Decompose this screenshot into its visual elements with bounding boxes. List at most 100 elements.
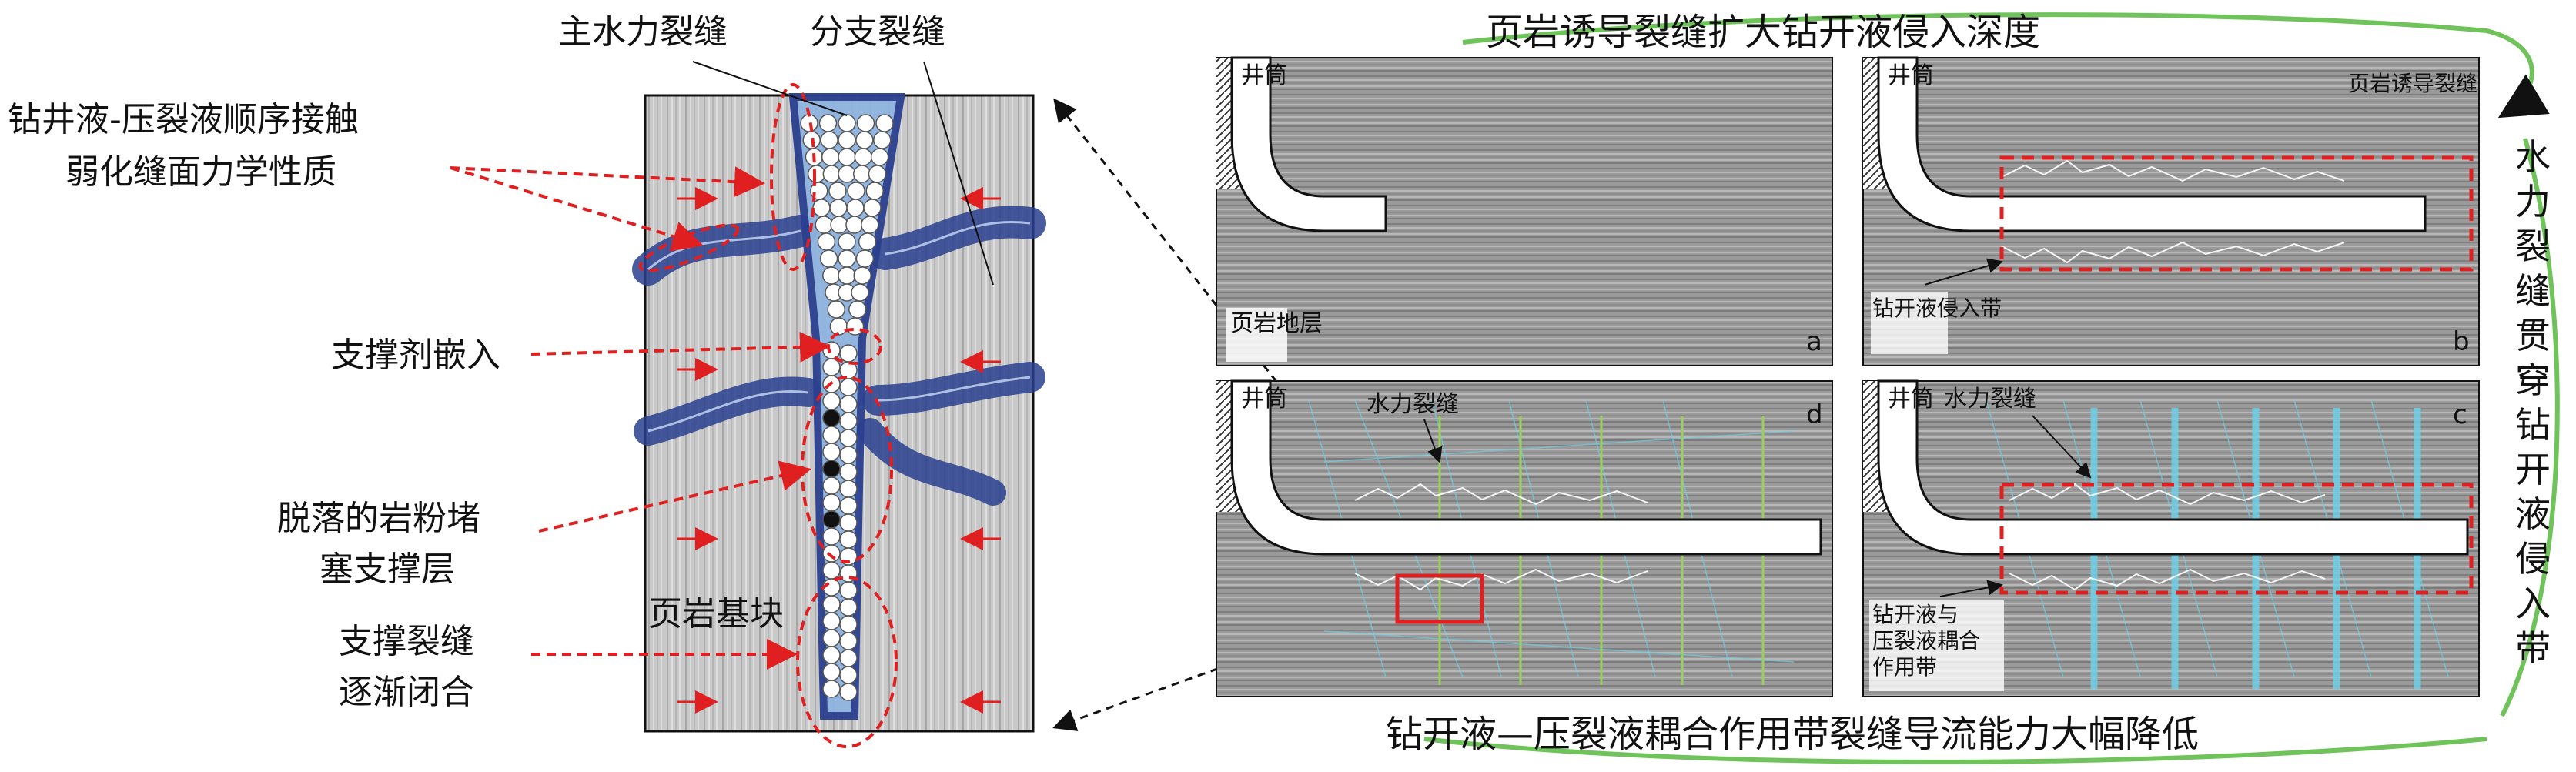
- proppant-ball: [822, 392, 841, 410]
- proppant-ball: [822, 165, 841, 183]
- proppant-ball: [839, 513, 858, 532]
- panel-c-hydro-fracture: 水力裂缝: [1944, 386, 2036, 413]
- proppant-ball: [873, 131, 892, 149]
- panel-d-wellbore: 井筒: [1241, 386, 1287, 413]
- proppant-ball: [822, 680, 841, 698]
- label-shale-matrix: 页岩基块: [648, 594, 784, 633]
- proppant-ball: [822, 595, 841, 613]
- proppant-ball: [820, 131, 838, 149]
- label-rock-powder-line1: 脱落的岩粉堵: [277, 499, 480, 538]
- proppant-ball: [839, 429, 858, 447]
- proppant-ball: [839, 446, 858, 464]
- proppant-ball: [839, 581, 858, 600]
- proppant-ball: [858, 232, 877, 251]
- proppant-ball: [822, 460, 841, 478]
- proppant-ball: [845, 317, 865, 336]
- proppant-ball: [838, 266, 856, 285]
- proppant-ball: [861, 216, 879, 234]
- proppant-ball: [855, 249, 875, 268]
- proppant-ball: [822, 476, 841, 495]
- left-figure: 主水力裂缝 分支裂缝 钻井液-压裂液顺序接触 弱化缝面力学性质 支撑剂嵌入 脱落…: [8, 12, 1046, 748]
- label-fracture-close-line2: 逐渐闭合: [339, 673, 474, 712]
- proppant-ball: [865, 182, 884, 200]
- proppant-particles: [800, 114, 894, 701]
- proppant-ball: [852, 165, 871, 183]
- panel-c-wellbore: 井筒: [1888, 386, 1934, 413]
- proppant-ball: [848, 300, 867, 319]
- cycle-arcs: [1423, 12, 2560, 764]
- proppant-ball: [839, 615, 858, 633]
- proppant-ball: [822, 358, 841, 376]
- proppant-ball: [822, 341, 841, 359]
- panel-a-letter: a: [1806, 326, 1822, 357]
- proppant-ball: [839, 666, 858, 684]
- proppant-ball: [822, 510, 841, 529]
- proppant-ball: [822, 612, 841, 630]
- side-caption: 水力裂缝贯穿钻开液侵入带: [2515, 136, 2551, 669]
- proppant-ball: [818, 114, 838, 132]
- bottom-caption: 钻开液—压裂液耦合作用带裂缝导流能力大幅降低: [1386, 713, 2199, 756]
- proppant-ball: [829, 199, 848, 217]
- panel-b-wellbore: 井筒: [1888, 62, 1934, 89]
- top-caption: 页岩诱导裂缝扩大钻开液侵入深度: [1486, 11, 2040, 54]
- proppant-ball: [821, 148, 840, 166]
- proppant-ball: [838, 131, 856, 149]
- proppant-ball: [853, 266, 871, 285]
- panel-a-wellbore: 井筒: [1241, 62, 1287, 89]
- panel-c: 井筒 水力裂缝 钻开液与压裂液耦合作用带 c: [1862, 379, 2480, 697]
- closure-stress-arrows: [677, 187, 1001, 714]
- proppant-ball: [819, 249, 838, 268]
- proppant-ball: [827, 300, 845, 319]
- proppant-ball: [851, 283, 869, 302]
- proppant-ball: [839, 649, 858, 667]
- proppant-ball: [822, 544, 841, 563]
- proppant-ball: [817, 232, 836, 251]
- proppant-ball: [856, 114, 875, 132]
- label-sequential-contact-line2: 弱化缝面力学性质: [65, 152, 336, 192]
- panel-d-hydro-fracture: 水力裂缝: [1367, 391, 1459, 418]
- proppant-ball: [822, 561, 841, 580]
- label-sequential-contact-line1: 钻井液-压裂液顺序接触: [8, 100, 359, 139]
- proppant-ball: [847, 182, 865, 200]
- panel-a: 井筒 页岩地层 a: [1216, 56, 1833, 366]
- proppant-ball: [822, 443, 841, 461]
- proppant-ball: [839, 463, 858, 481]
- proppant-ball: [839, 412, 858, 430]
- label-branch-fracture: 分支裂缝: [810, 12, 945, 52]
- panel-c-zone: 钻开液与压裂液耦合作用带: [1872, 602, 1980, 680]
- proppant-ball: [839, 683, 858, 701]
- label-rock-powder-line2: 塞支撑层: [319, 550, 455, 589]
- proppant-ball: [807, 165, 826, 183]
- panel-a-formation: 页岩地层: [1230, 310, 1323, 337]
- proppant-ball: [838, 249, 856, 268]
- proppant-ball: [854, 148, 873, 166]
- proppant-ball: [822, 663, 841, 681]
- proppant-ball: [829, 317, 848, 336]
- proppant-ball: [839, 496, 858, 515]
- proppant-ball: [875, 114, 894, 132]
- panel-d-letter: d: [1806, 399, 1823, 430]
- proppant-ball: [822, 266, 841, 285]
- proppant-ball: [828, 182, 847, 200]
- label-fracture-close-line1: 支撑裂缝: [339, 622, 474, 661]
- proppant-ball: [870, 148, 889, 166]
- proppant-ball: [839, 598, 858, 617]
- proppant-ball: [839, 530, 858, 549]
- proppant-ball: [822, 493, 841, 512]
- proppant-ball: [838, 165, 856, 183]
- proppant-ball: [855, 131, 874, 149]
- proppant-ball: [822, 527, 841, 546]
- proppant-ball: [868, 165, 887, 183]
- panel-c-letter: c: [2453, 399, 2467, 430]
- panel-b-letter: b: [2453, 326, 2470, 357]
- proppant-ball: [822, 426, 841, 444]
- proppant-ball: [845, 216, 864, 234]
- proppant-ball: [839, 632, 858, 650]
- label-main-fracture: 主水力裂缝: [558, 12, 728, 52]
- proppant-ball: [839, 395, 858, 413]
- panel-b-induced-crack: 页岩诱导裂缝: [2348, 71, 2477, 96]
- proppant-ball: [839, 378, 858, 396]
- proppant-ball: [863, 199, 882, 217]
- proppant-ball: [838, 232, 856, 251]
- proppant-ball: [822, 629, 841, 647]
